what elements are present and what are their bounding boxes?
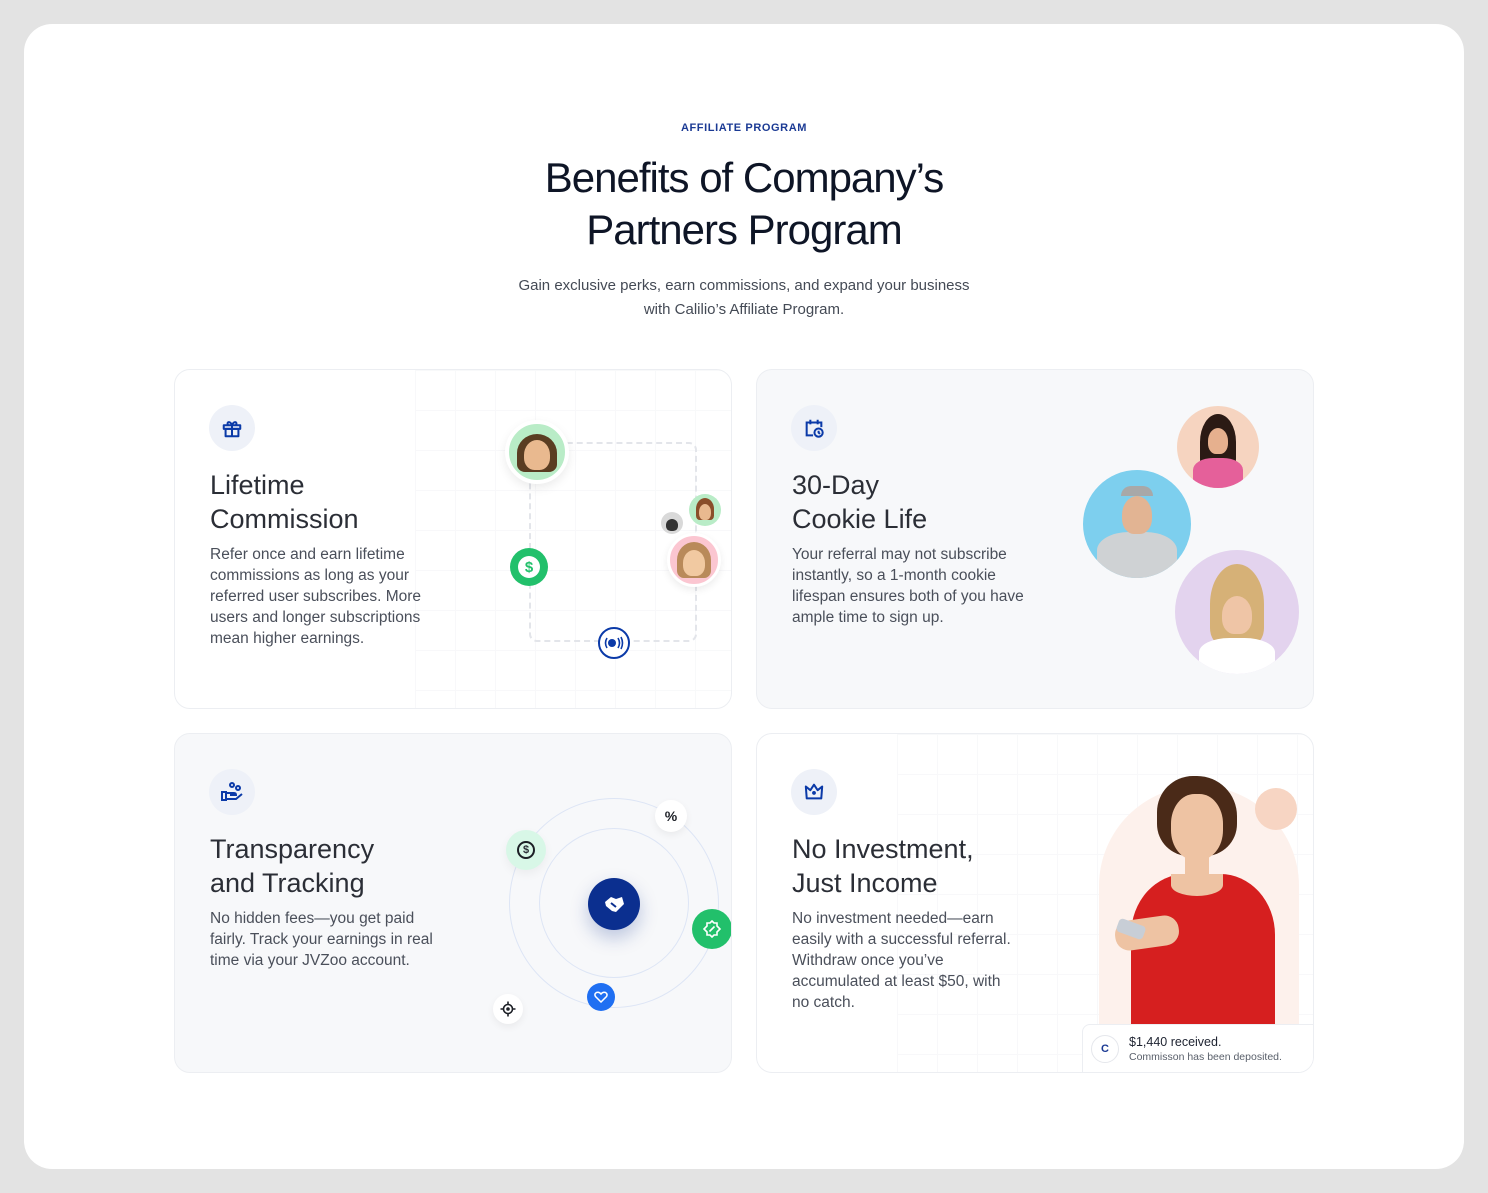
card-description: No investment needed—earn easily with a … bbox=[792, 908, 1052, 1013]
section-eyebrow: AFFILIATE PROGRAM bbox=[680, 122, 808, 134]
signal-icon bbox=[598, 627, 630, 659]
card-title-line: Lifetime bbox=[210, 470, 305, 500]
card-no-investment: No Investment, Just Income No investment… bbox=[756, 733, 1314, 1073]
desc-line: Refer once and earn lifetime bbox=[210, 546, 405, 563]
page-title: Benefits of Company’s Partners Program bbox=[24, 152, 1464, 256]
desc-line: fairly. Track your earnings in real bbox=[210, 931, 433, 948]
card-title: No Investment, Just Income bbox=[792, 832, 1092, 900]
card-title-line: 30-Day bbox=[792, 470, 880, 500]
card-title: 30-Day Cookie Life bbox=[792, 468, 1092, 536]
orbit-ring-outer bbox=[509, 798, 719, 1008]
card-title-line: No Investment, bbox=[792, 834, 974, 864]
notification-title: $1,440 received. bbox=[1129, 1034, 1222, 1049]
calendar-clock-icon bbox=[791, 405, 837, 451]
card-title-line: Just Income bbox=[792, 868, 938, 898]
card-cookie-life: 30-Day Cookie Life Your referral may not… bbox=[756, 369, 1314, 709]
percent-icon: % bbox=[655, 800, 687, 832]
desc-line: time via your JVZoo account. bbox=[210, 952, 410, 969]
desc-line: ample time to sign up. bbox=[792, 609, 944, 626]
card-transparency-tracking: Transparency and Tracking No hidden fees… bbox=[174, 733, 732, 1073]
gift-icon bbox=[209, 405, 255, 451]
card-description: No hidden fees—you get paid fairly. Trac… bbox=[210, 908, 470, 971]
desc-line: users and longer subscriptions bbox=[210, 609, 421, 626]
dollar-circle-icon: $ bbox=[506, 830, 546, 870]
page-frame: AFFILIATE PROGRAM Benefits of Company’s … bbox=[24, 24, 1464, 1169]
desc-line: No investment needed—earn bbox=[792, 910, 994, 927]
avatar bbox=[505, 420, 569, 484]
avatar bbox=[1083, 470, 1191, 578]
desc-line: mean higher earnings. bbox=[210, 630, 365, 647]
avatar bbox=[1177, 406, 1259, 488]
handshake-icon bbox=[588, 878, 640, 930]
page-subtitle: Gain exclusive perks, earn commissions, … bbox=[24, 274, 1464, 322]
desc-line: lifespan ensures both of you have bbox=[792, 588, 1024, 605]
card-title-line: Transparency bbox=[210, 834, 375, 864]
title-line-1: Benefits of Company’s bbox=[544, 154, 944, 201]
desc-line: No hidden fees—you get paid bbox=[210, 910, 415, 927]
person-photo bbox=[1113, 776, 1283, 1034]
desc-line: no catch. bbox=[792, 994, 855, 1011]
hand-coins-icon bbox=[209, 769, 255, 815]
desc-line: instantly, so a 1-month cookie bbox=[792, 567, 996, 584]
crown-icon bbox=[791, 769, 837, 815]
avatar bbox=[689, 494, 721, 526]
card-title: Lifetime Commission bbox=[210, 468, 510, 536]
commission-notification: C $1,440 received. Commisson has been de… bbox=[1082, 1024, 1313, 1072]
desc-line: accumulated at least $50, with bbox=[792, 973, 1001, 990]
title-line-2: Partners Program bbox=[586, 206, 902, 253]
card-title: Transparency and Tracking bbox=[210, 832, 510, 900]
decorative-circle bbox=[1255, 788, 1297, 830]
desc-line: Your referral may not subscribe bbox=[792, 546, 1007, 563]
discount-badge-icon bbox=[692, 909, 731, 949]
card-title-line: Cookie Life bbox=[792, 504, 928, 534]
avatar bbox=[1175, 550, 1299, 674]
dollar-icon: $ bbox=[510, 548, 548, 586]
desc-line: easily with a successful referral. bbox=[792, 931, 1011, 948]
card-title-line: Commission bbox=[210, 504, 359, 534]
desc-line: referred user subscribes. More bbox=[210, 588, 422, 605]
notification-subtitle: Commisson has been deposited. bbox=[1129, 1050, 1282, 1063]
subtitle-line-2: with Calilio’s Affiliate Program. bbox=[643, 301, 845, 318]
card-title-line: and Tracking bbox=[210, 868, 365, 898]
subtitle-line-1: Gain exclusive perks, earn commissions, … bbox=[518, 277, 970, 294]
avatar bbox=[661, 512, 683, 534]
card-lifetime-commission: Lifetime Commission Refer once and earn … bbox=[174, 369, 732, 709]
desc-line: Withdraw once you’ve bbox=[792, 952, 944, 969]
heart-handshake-icon bbox=[587, 983, 615, 1011]
company-logo-badge: C bbox=[1091, 1035, 1119, 1063]
avatar bbox=[667, 533, 721, 587]
card-description: Refer once and earn lifetime commissions… bbox=[210, 544, 470, 649]
target-icon bbox=[493, 994, 523, 1024]
desc-line: commissions as long as your bbox=[210, 567, 409, 584]
card-description: Your referral may not subscribe instantl… bbox=[792, 544, 1052, 628]
